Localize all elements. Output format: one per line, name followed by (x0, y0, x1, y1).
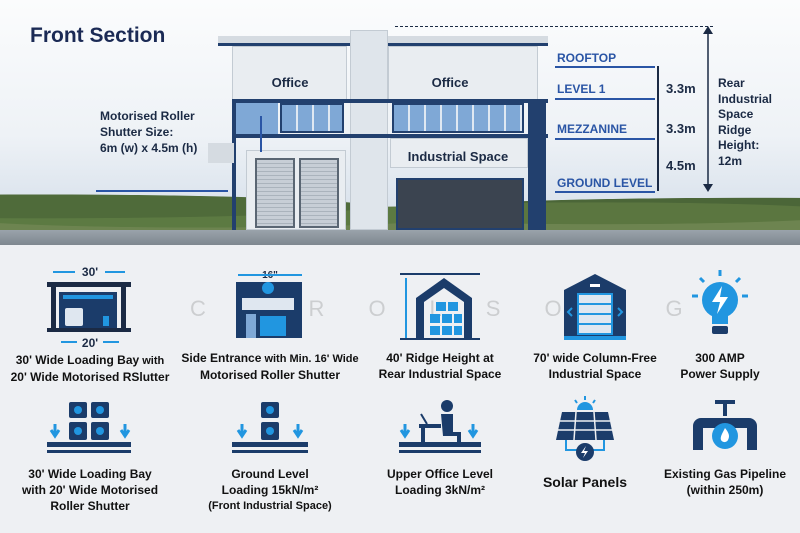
feature-label: 70' wide Column-Free (533, 351, 657, 365)
feature-label: Solar Panels (542, 474, 628, 490)
feature-label: (Front Industrial Space) (208, 500, 332, 512)
feature-ground-loading: Ground Level Loading 15kN/m² (Front Indu… (180, 396, 360, 514)
dim-top: 30' (82, 265, 98, 279)
feature-label: Ground Level (231, 467, 309, 481)
pointer-line (260, 116, 262, 152)
ridge-line: Space (718, 107, 754, 121)
feature-loading-bay: 30' 20' 30' Wide Loading Bay with 20' Wid… (5, 264, 175, 385)
feature-label: with 20' Wide Motorised (21, 483, 159, 497)
gas-pipeline-icon (693, 400, 757, 450)
ground (0, 230, 800, 245)
ridge-line: Industrial (718, 91, 773, 106)
label-part: with Min. 16' Wide (261, 353, 359, 365)
feature-column-free: 70' wide Column-Free Industrial Space (520, 268, 670, 382)
feature-label: 40' Ridge Height at (386, 351, 494, 365)
level-line (555, 138, 655, 140)
floor-loading-icon (47, 402, 131, 453)
feature-power-supply: 300 AMP Power Supply (660, 268, 780, 382)
loading-bay-icon: 30' 20' (47, 265, 131, 350)
feature-label: Roller Shutter (50, 499, 130, 513)
level-rooftop: ROOFTOP (557, 51, 617, 65)
side-entrance-icon: 16" (236, 270, 302, 338)
feature-label: Industrial Space (548, 367, 642, 381)
ridge-line: Ridge (718, 122, 752, 137)
level-ground: GROUND LEVEL (557, 176, 653, 190)
feature-floor-loading: 30' Wide Loading Bay with 20' Wide Motor… (5, 396, 175, 514)
label-part: Side Entrance (181, 351, 262, 365)
label-part: with (139, 355, 165, 367)
height-level1: 3.3m (666, 81, 696, 96)
level-line (555, 191, 655, 193)
ridge-line: 12m (718, 153, 743, 168)
ridge-dashed-line (395, 26, 713, 27)
feature-ridge-height: 40' Ridge Height at Rear Industrial Spac… (370, 268, 510, 382)
feature-label: Existing Gas Pipeline (663, 467, 787, 481)
feature-office-loading: Upper Office Level Loading 3kN/m² (370, 396, 510, 498)
shutter-size-note: Motorised Roller Shutter Size: 6m (w) x … (100, 108, 197, 156)
industrial-space-label: Industrial Space (407, 149, 509, 164)
page-title: Front Section (30, 24, 166, 47)
ridge-line: Rear (718, 76, 745, 90)
feature-side-entrance: 16" Side Entrance with Min. 16' Wide Mot… (180, 268, 360, 383)
ground-loading-icon (232, 402, 308, 453)
power-bulb-icon (692, 270, 748, 334)
feature-label: 300 AMP (695, 351, 745, 365)
feature-label: Side Entrance with Min. 16' Wide (180, 350, 360, 367)
solar-panel-icon (556, 396, 614, 461)
note-line: Motorised Roller (100, 109, 195, 123)
feature-gas-pipeline: Existing Gas Pipeline (within 250m) (655, 396, 795, 498)
level-line (555, 98, 655, 100)
ridge-arrow-icon (703, 26, 713, 192)
ridge-line: Height: (718, 138, 760, 152)
feature-label: 30' Wide Loading Bay with (5, 352, 175, 369)
feature-label: Rear Industrial Space (378, 367, 502, 381)
roller-shutter-right (299, 158, 339, 228)
feature-label: 30' Wide Loading Bay (28, 467, 152, 481)
level-1: LEVEL 1 (557, 82, 606, 96)
office-left-label: Office (271, 75, 309, 90)
roller-shutter-left (255, 158, 295, 228)
feature-solar-panels: Solar Panels (520, 396, 650, 490)
office-right-label: Office (431, 75, 469, 90)
note-line: 6m (w) x 4.5m (h) (100, 141, 198, 155)
note-line: Shutter Size: (100, 125, 174, 139)
column-free-icon (564, 274, 626, 340)
feature-label: Loading 15kN/m² (221, 483, 319, 497)
office-loading-icon (399, 400, 481, 453)
dim-bottom: 20' (82, 336, 98, 350)
height-ground: 4.5m (666, 158, 696, 173)
level-line (555, 66, 655, 68)
height-mezzanine: 3.3m (666, 121, 696, 136)
feature-label: Power Supply (680, 367, 760, 381)
feature-label: Upper Office Level (386, 467, 494, 481)
label-part: 30' Wide Loading Bay (15, 353, 140, 367)
feature-label: Loading 3kN/m² (394, 483, 485, 497)
feature-label: (within 250m) (686, 483, 764, 497)
feature-label: Motorised Roller Shutter (199, 368, 340, 382)
ridge-height-icon (400, 273, 480, 340)
feature-label: 20' Wide Motorised RSlutter (10, 370, 170, 384)
height-dimension-line (657, 66, 659, 191)
level-mezzanine: MEZZANINE (557, 122, 627, 136)
pointer-line (96, 190, 228, 192)
